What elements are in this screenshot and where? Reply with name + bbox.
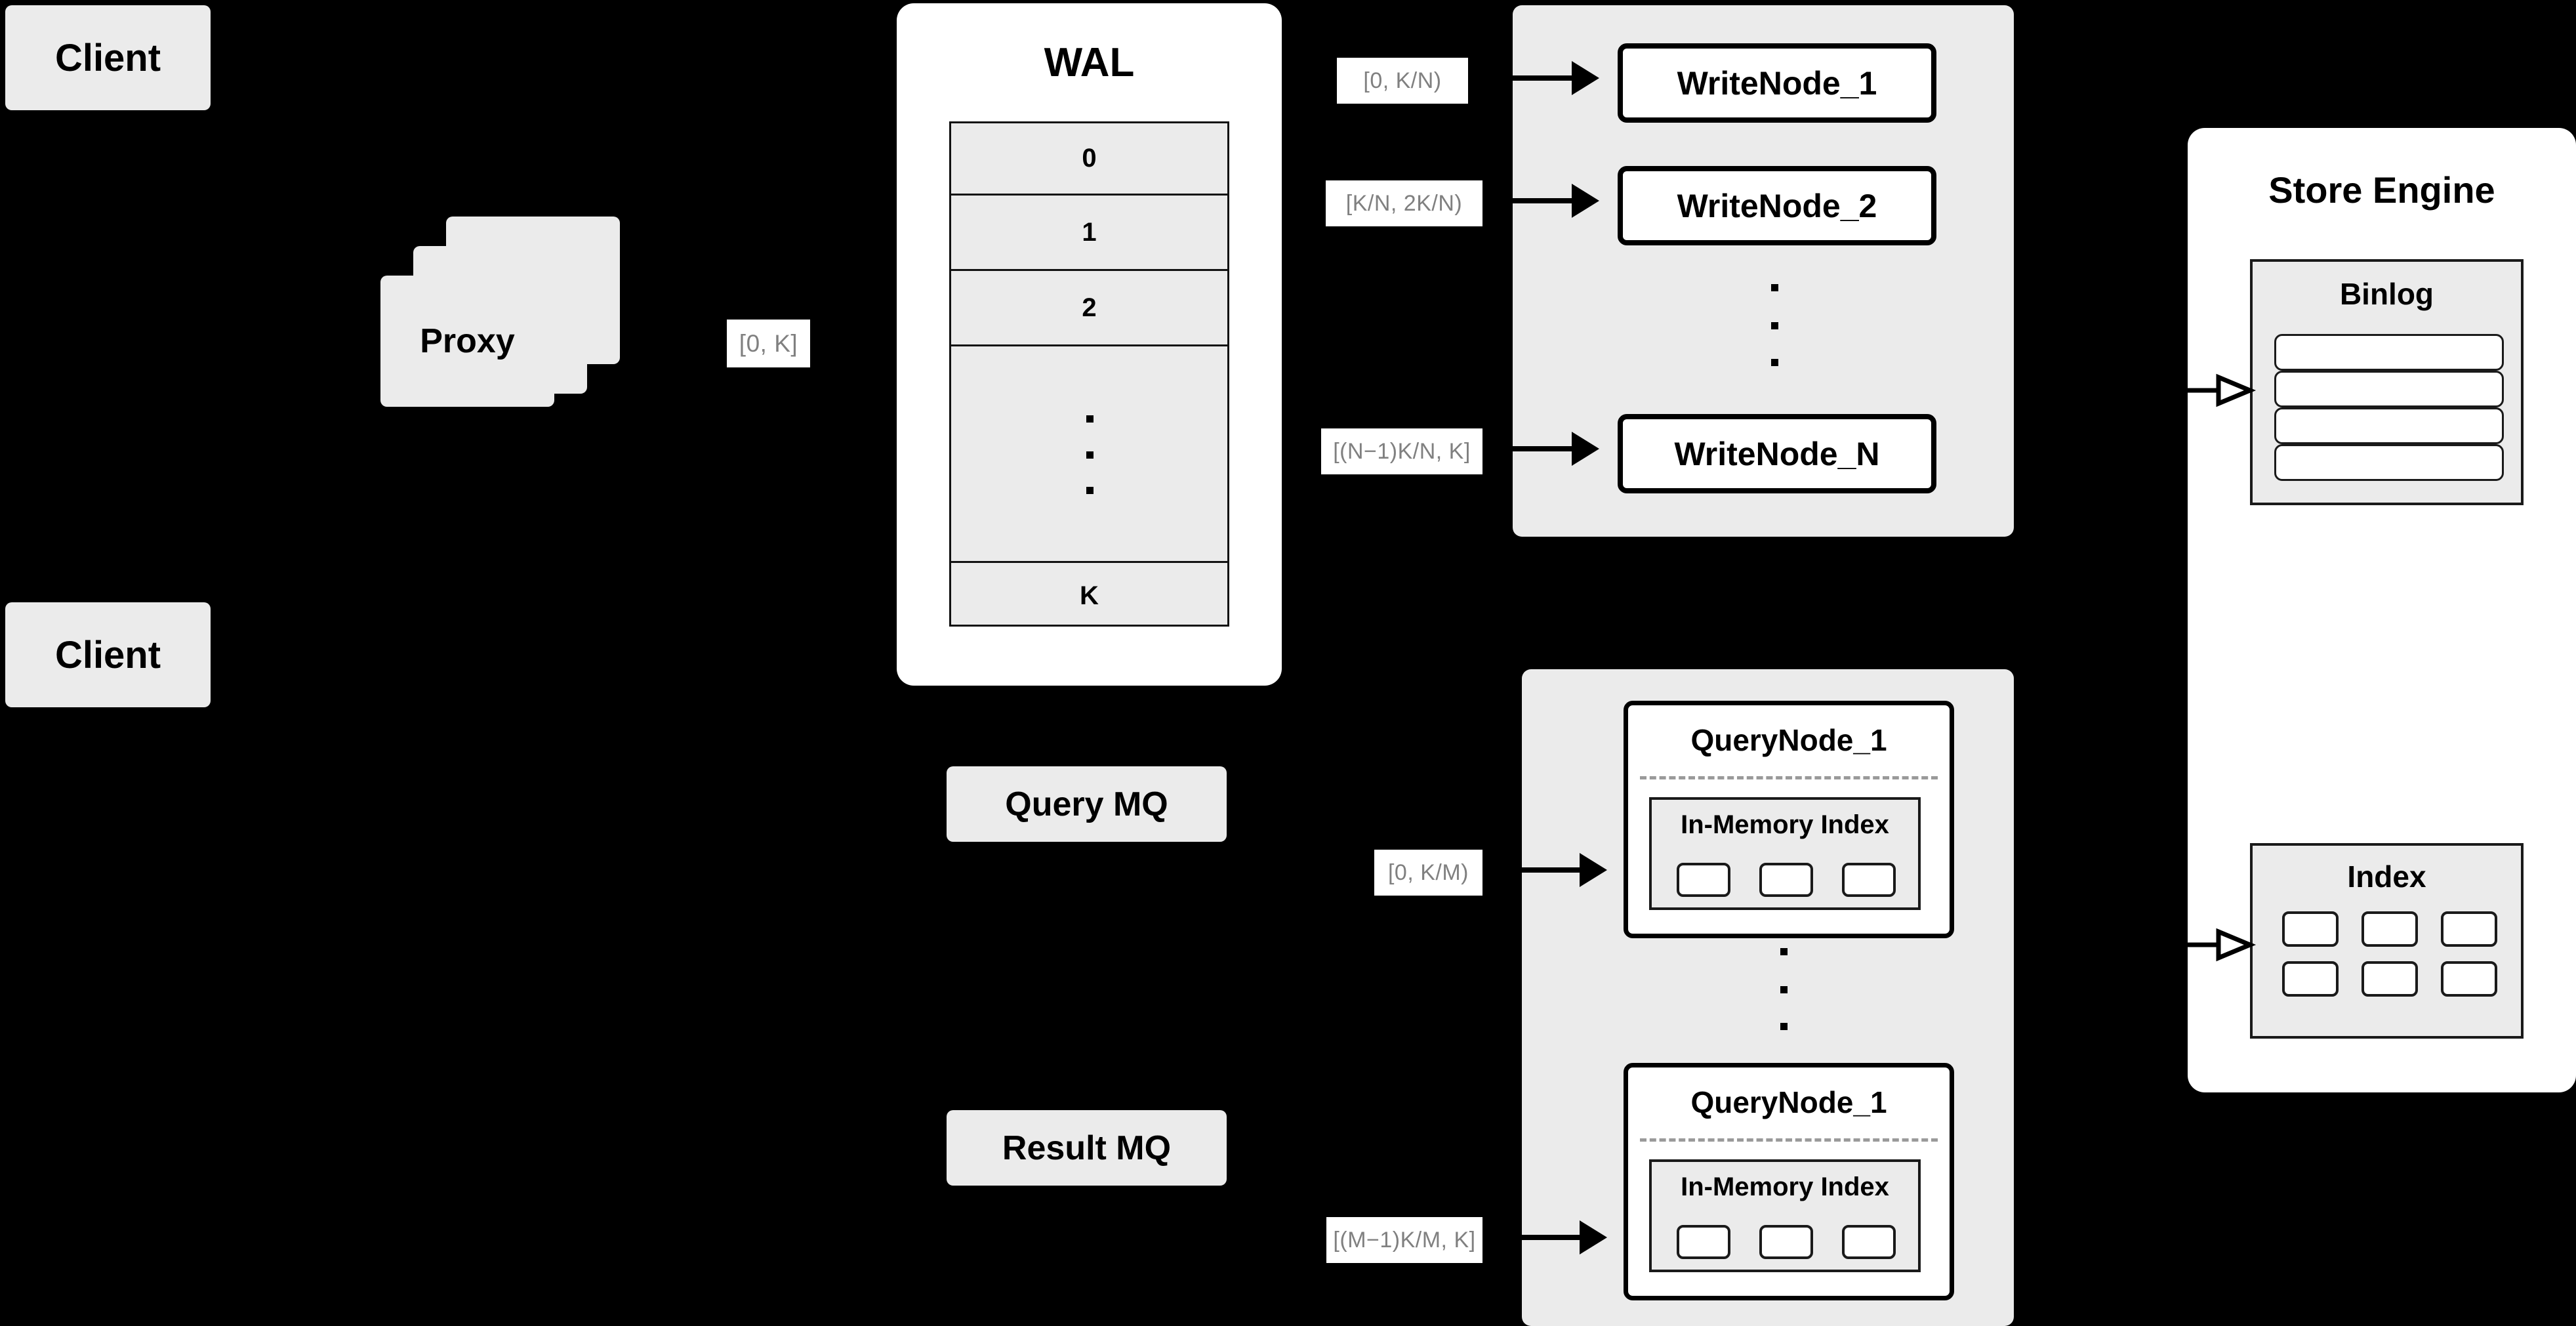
store-index-chip xyxy=(2361,961,2418,997)
store-engine-title: Store Engine xyxy=(2268,169,2495,211)
store-index-chip xyxy=(2282,961,2339,997)
binlog-bar xyxy=(2274,444,2504,481)
write-node-2-label: WriteNode_2 xyxy=(1677,187,1877,224)
write-node-1-range-text: [0, K/N) xyxy=(1363,68,1442,93)
query-node-2-label: QueryNode_1 xyxy=(1690,1085,1887,1119)
client-node-2-label: Client xyxy=(54,633,161,676)
wal-row-label: 0 xyxy=(1082,144,1097,173)
index-chip xyxy=(1842,863,1896,897)
write-node-n[interactable]: WriteNode_N xyxy=(1618,414,1936,493)
arrow-right-hollow-icon xyxy=(2184,928,2257,962)
write-node-n-range-label: [(N−1)K/N, K] xyxy=(1321,428,1482,474)
dashed-divider-icon xyxy=(1640,1138,1938,1142)
query-mq-node[interactable]: Query MQ xyxy=(947,766,1227,842)
result-mq-label: Result MQ xyxy=(1002,1129,1172,1167)
arrow-to-store-index xyxy=(2184,925,2257,964)
arrow-right-solid-icon xyxy=(1572,61,1599,95)
binlog-bar xyxy=(2274,407,2504,444)
proxy-to-wal-connector xyxy=(640,339,670,344)
binlog-title: Binlog xyxy=(2339,277,2434,311)
client-node-2[interactable]: Client xyxy=(5,602,211,707)
proxy-output-range-text: [0, K] xyxy=(739,329,798,357)
query-mq-label: Query MQ xyxy=(1005,785,1168,823)
write-node-1-label: WriteNode_1 xyxy=(1677,64,1877,102)
index-chip xyxy=(1677,1225,1730,1259)
query-node-1-range-text: [0, K/M) xyxy=(1387,860,1469,885)
write-node-n-range-text: [(N−1)K/N, K] xyxy=(1333,438,1471,464)
wal-row-ellipsis xyxy=(951,346,1227,563)
write-node-2-range-text: [K/N, 2K/N) xyxy=(1345,190,1463,216)
store-engine-panel: Store Engine Binlog Index xyxy=(2188,128,2576,1092)
arrow-to-write-node-n-line xyxy=(1496,446,1573,451)
wal-row-label: K xyxy=(1080,581,1099,610)
wal-row: 1 xyxy=(951,196,1227,271)
wal-row-label: 2 xyxy=(1082,293,1097,322)
write-node-n-label: WriteNode_N xyxy=(1674,435,1880,472)
query-node-1-in-memory-index: In-Memory Index xyxy=(1649,797,1921,910)
query-node-2-range-label: [(M−1)K/M, K] xyxy=(1326,1217,1482,1263)
binlog-bar xyxy=(2274,334,2504,371)
query-node-2-range-text: [(M−1)K/M, K] xyxy=(1333,1227,1476,1253)
arrow-right-solid-icon xyxy=(1580,1220,1607,1254)
query-node-group: QueryNode_1 In-Memory Index QueryNode_1 … xyxy=(1522,669,2014,1326)
query-node-1-range-label: [0, K/M) xyxy=(1374,850,1482,896)
query-node-2-index-title: In-Memory Index xyxy=(1681,1172,1889,1201)
arrow-to-query-node-2-line xyxy=(1502,1235,1581,1240)
wal-row: K xyxy=(951,563,1227,629)
wal-log-table: 0 1 2 K xyxy=(949,121,1229,627)
arrow-right-solid-icon xyxy=(1572,432,1599,466)
binlog-bar xyxy=(2274,371,2504,407)
arrow-right-hollow-icon xyxy=(2184,373,2257,407)
index-chip xyxy=(1759,1225,1813,1259)
store-index-subpanel: Index xyxy=(2250,843,2524,1039)
write-node-2[interactable]: WriteNode_2 xyxy=(1618,166,1936,245)
dashed-divider-icon xyxy=(1640,776,1938,779)
arrow-right-solid-icon xyxy=(1572,184,1599,218)
wal-panel: WAL 0 1 2 K xyxy=(897,3,1282,686)
client-node-1-label: Client xyxy=(54,36,161,79)
store-index-chip xyxy=(2361,911,2418,947)
store-index-chip xyxy=(2441,911,2497,947)
store-index-chip xyxy=(2282,911,2339,947)
query-node-1-label: QueryNode_1 xyxy=(1690,723,1887,757)
index-chip xyxy=(1842,1225,1896,1259)
arrow-to-binlog xyxy=(2184,371,2257,410)
query-node-1-index-title: In-Memory Index xyxy=(1681,810,1889,839)
wal-row: 0 xyxy=(951,123,1227,196)
query-node-1[interactable]: QueryNode_1 In-Memory Index xyxy=(1624,701,1954,938)
store-index-chip xyxy=(2441,961,2497,997)
wal-row-label: 1 xyxy=(1082,217,1097,247)
store-index-title: Index xyxy=(2347,860,2426,894)
proxy-output-range-label: [0, K] xyxy=(727,320,810,367)
index-chip xyxy=(1759,863,1813,897)
wal-panel-title: WAL xyxy=(1044,40,1135,85)
binlog-subpanel: Binlog xyxy=(2250,259,2524,505)
write-node-2-range-label: [K/N, 2K/N) xyxy=(1326,180,1482,226)
proxy-stack[interactable]: Proxy xyxy=(380,217,669,433)
arrow-to-query-node-1-line xyxy=(1502,867,1581,873)
client-node-1[interactable]: Client xyxy=(5,5,211,110)
arrow-right-solid-icon xyxy=(1580,853,1607,887)
wal-row: 2 xyxy=(951,271,1227,346)
query-node-2[interactable]: QueryNode_1 In-Memory Index xyxy=(1624,1063,1954,1300)
proxy-node[interactable]: Proxy xyxy=(380,276,554,407)
query-node-2-in-memory-index: In-Memory Index xyxy=(1649,1159,1921,1272)
index-chip xyxy=(1677,863,1730,897)
write-node-1-range-label: [0, K/N) xyxy=(1337,58,1468,104)
proxy-label: Proxy xyxy=(420,322,515,360)
arrow-to-write-node-1-line xyxy=(1481,75,1573,81)
write-node-1[interactable]: WriteNode_1 xyxy=(1618,43,1936,123)
arrow-to-write-node-2-line xyxy=(1496,198,1573,203)
write-node-group: WriteNode_1 WriteNode_2 WriteNode_N xyxy=(1513,5,2014,537)
result-mq-node[interactable]: Result MQ xyxy=(947,1110,1227,1186)
